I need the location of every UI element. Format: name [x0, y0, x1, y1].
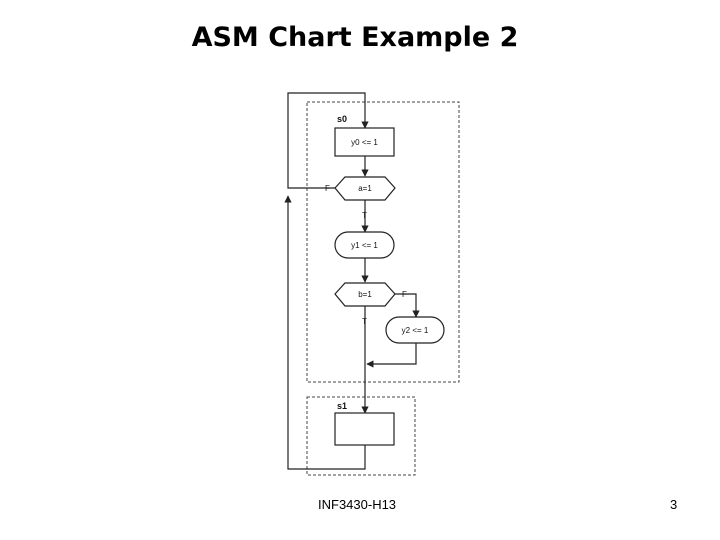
page-number: 3	[670, 497, 678, 512]
state-box-s1	[334, 412, 395, 446]
decision-a-false-label: F	[325, 184, 330, 193]
decision-a	[334, 176, 396, 201]
slide-title: ASM Chart Example 2	[191, 22, 519, 53]
conditional-output-y2	[385, 316, 445, 344]
state-name-s0: s0	[337, 114, 347, 124]
conditional-output-y1-action: y1 <= 1	[351, 241, 378, 250]
state-action-s0: y0 <= 1	[351, 138, 378, 147]
loop-back-arrow-a-false	[287, 92, 369, 189]
loop-back-arrow-s1	[284, 195, 366, 470]
decision-b-condition: b=1	[358, 290, 372, 299]
flow-arrow	[366, 343, 417, 368]
conditional-output-y2-action: y2 <= 1	[402, 326, 429, 335]
flow-arrow	[395, 293, 420, 318]
asm-block-s1	[306, 396, 416, 476]
footer-course-code: INF3430-H13	[318, 497, 397, 512]
asm-block-s0	[306, 101, 460, 383]
decision-a-condition: a=1	[358, 184, 372, 193]
state-name-s1: s1	[337, 401, 347, 411]
